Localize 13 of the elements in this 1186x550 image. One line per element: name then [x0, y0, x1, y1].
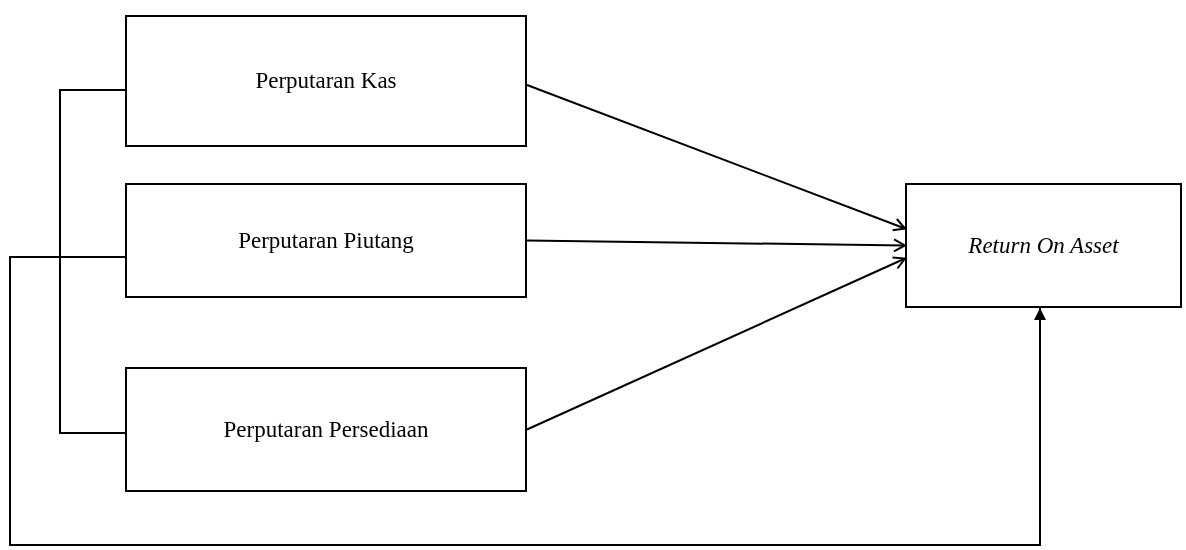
variable-label: Perputaran Piutang: [238, 227, 414, 254]
variable-label: Perputaran Kas: [255, 68, 397, 94]
variable-label: Perputaran Persediaan: [223, 416, 429, 443]
variable-box: [125, 367, 527, 492]
variable-box: [125, 15, 527, 147]
arrow: [526, 238, 906, 253]
arrow: [9, 256, 1046, 546]
variable-label: Return On Asset: [968, 232, 1119, 259]
variable-box: [125, 183, 527, 298]
arrow: [526, 256, 906, 431]
variable-box: [905, 183, 1182, 308]
arrow: [526, 84, 906, 232]
connector-line: [59, 89, 126, 434]
